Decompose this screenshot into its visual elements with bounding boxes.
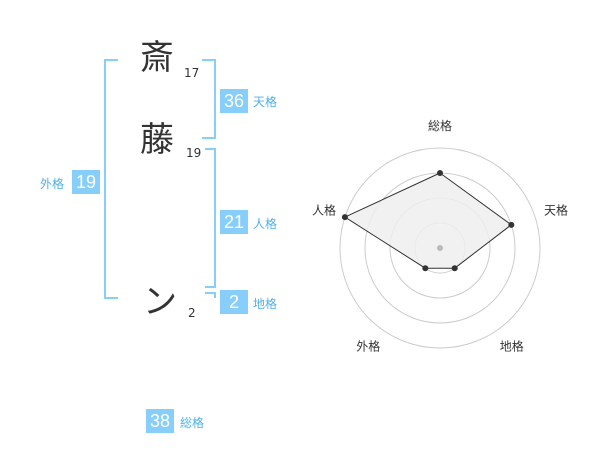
soukaku-value: 38 — [146, 409, 174, 433]
radar-axis-label: 天格 — [544, 202, 568, 217]
tenkaku-label: 天格 — [253, 95, 278, 109]
radar-point — [422, 265, 429, 272]
radar-axis-label: 地格 — [500, 339, 524, 354]
chikaku-label: 地格 — [253, 297, 278, 311]
gaikaku-bracket — [104, 59, 118, 299]
radar-center-dot — [437, 245, 443, 251]
radar-series-shape — [343, 172, 513, 269]
soukaku-label: 総格 — [180, 416, 205, 430]
name-char-3: ン — [143, 282, 177, 322]
name-char-1-strokes: 17 — [184, 66, 200, 80]
gaikaku-value: 19 — [72, 170, 100, 194]
radar-axis-label: 外格 — [356, 339, 380, 354]
radar-point — [508, 221, 515, 228]
jinkaku-value: 21 — [220, 210, 248, 234]
name-char-2: 藤 — [140, 120, 174, 160]
radar-point — [341, 214, 348, 221]
name-char-2-strokes: 19 — [186, 146, 202, 160]
name-char-3-strokes: 2 — [188, 306, 196, 320]
jinkaku-bracket — [205, 148, 216, 288]
radar-axis-label: 総格 — [428, 118, 452, 133]
name-char-1: 斎 — [140, 38, 174, 78]
radar-grid-ring — [339, 147, 541, 349]
chikaku-value: 2 — [220, 290, 248, 314]
gaikaku-label: 外格 — [40, 177, 65, 191]
chikaku-bracket — [205, 292, 216, 298]
radar-point — [451, 265, 458, 272]
jinkaku-label: 人格 — [253, 217, 278, 231]
tenkaku-value: 36 — [220, 89, 248, 113]
tenkaku-bracket — [202, 59, 216, 139]
radar-axis-label: 人格 — [312, 202, 336, 217]
radar-point — [437, 170, 443, 176]
